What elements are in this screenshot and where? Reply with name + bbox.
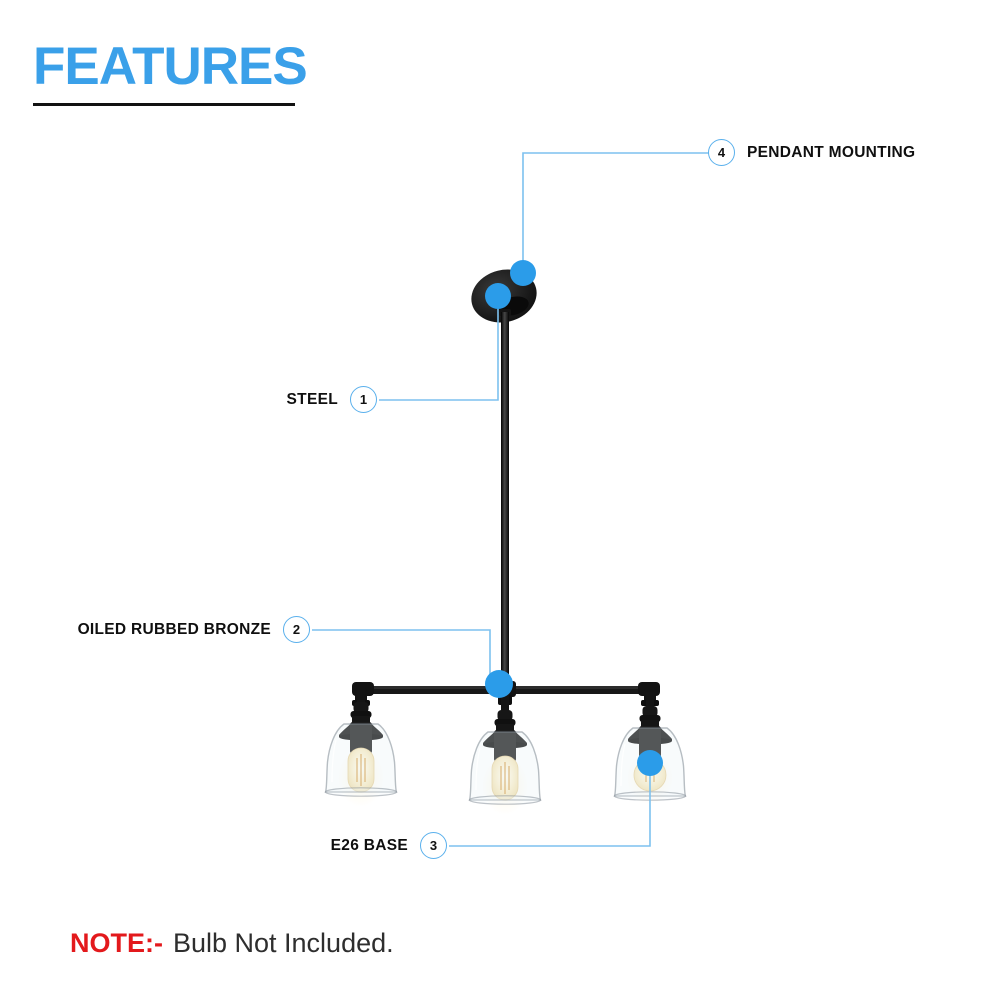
title-underline: [33, 103, 295, 106]
callout-pendant-mounting: 4 PENDANT MOUNTING: [708, 139, 915, 166]
callout-label: STEEL: [286, 390, 338, 408]
glass-shade: [468, 731, 542, 805]
callout-steel: STEEL 1: [287, 386, 377, 413]
callout-dot-pendant-mounting: [510, 260, 536, 286]
callout-number-badge: 4: [708, 139, 735, 166]
inner-socket: [639, 726, 661, 758]
page-title: FEATURES: [33, 37, 308, 96]
note-line: NOTE:- Bulb Not Included.: [70, 928, 394, 959]
callout-label: E26 BASE: [330, 836, 408, 854]
pendant-light-fixture: [324, 269, 687, 815]
edison-bulb: [491, 755, 519, 801]
inner-socket: [494, 730, 516, 762]
note-text: Bulb Not Included.: [172, 928, 394, 958]
callout-line-oiled-bronze: [312, 629, 491, 676]
note-prefix: NOTE:-: [70, 928, 163, 958]
callout-label: PENDANT MOUNTING: [747, 143, 916, 161]
inner-socket: [350, 722, 372, 754]
callout-number-badge: 1: [350, 386, 377, 413]
callout-dot-steel: [485, 283, 511, 309]
callout-line-steel: [379, 308, 499, 401]
lamp-center: [468, 694, 542, 815]
callout-dot-oiled-bronze: [485, 670, 513, 698]
callout-dot-e26-base: [637, 750, 663, 776]
callout-line-e26-base: [449, 774, 651, 847]
callout-line-pendant-mounting: [522, 152, 709, 262]
callout-number-badge: 2: [283, 616, 310, 643]
steel-rod: [499, 309, 511, 690]
callout-number-badge: 3: [420, 832, 447, 859]
glass-shade: [324, 723, 398, 797]
lamp-left: [324, 690, 398, 807]
callout-dots: [485, 260, 663, 776]
callout-e26-base: E26 BASE 3: [331, 832, 447, 859]
callout-lines: [312, 152, 709, 847]
callout-oiled-rubbed-bronze: OILED RUBBED BRONZE 2: [78, 616, 310, 643]
callout-label: OILED RUBBED BRONZE: [77, 620, 271, 638]
